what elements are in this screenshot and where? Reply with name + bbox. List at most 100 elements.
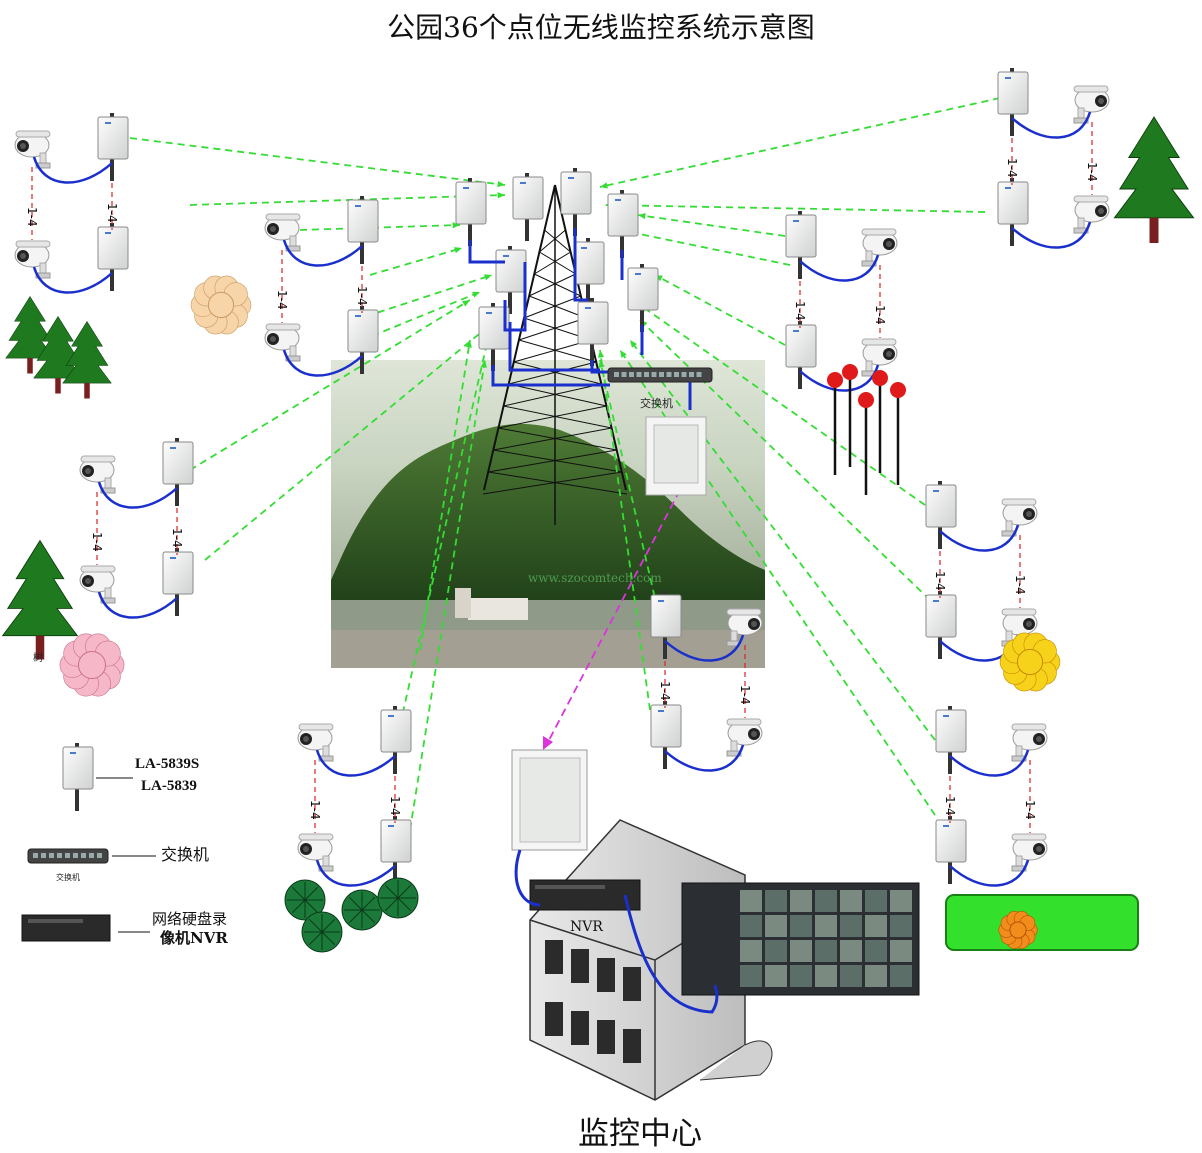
shrub-vein xyxy=(397,897,412,912)
building-window xyxy=(545,940,563,974)
switch-port xyxy=(651,372,657,377)
link-arrow xyxy=(472,291,480,298)
video-tile xyxy=(865,940,887,962)
hub-radio xyxy=(607,189,639,259)
building-window xyxy=(597,958,615,992)
link-arrow xyxy=(465,340,472,348)
video-tile xyxy=(790,940,812,962)
switch-port xyxy=(33,853,38,858)
hub-radio xyxy=(573,237,605,307)
video-tile xyxy=(815,965,837,987)
pair-label: 1-4 xyxy=(105,203,119,223)
camera-cable xyxy=(315,859,396,887)
link-arrow xyxy=(484,274,492,281)
camera-cluster: 1-41-4 xyxy=(650,590,763,772)
tree-crown xyxy=(1113,116,1195,219)
switch-caption: 交换机 xyxy=(640,397,673,410)
video-tile xyxy=(890,890,912,912)
tower-brace xyxy=(508,361,597,385)
tree-trunk xyxy=(27,358,33,374)
switch-port xyxy=(97,853,102,858)
shrub-vein xyxy=(384,897,399,912)
link-arrow xyxy=(454,247,462,254)
switch-port xyxy=(73,853,78,858)
switch-port xyxy=(696,372,702,377)
photo-building xyxy=(455,588,471,618)
tree-trunk xyxy=(55,378,61,394)
center-nvr xyxy=(529,879,641,911)
building-window xyxy=(571,1011,589,1045)
switch-port xyxy=(636,372,642,377)
pair-label: 1-4 xyxy=(355,286,369,306)
shrub-vein xyxy=(348,896,363,911)
shrub-vein xyxy=(308,918,323,933)
link-arrow xyxy=(480,360,487,368)
wireless-link xyxy=(637,214,786,237)
building-window xyxy=(545,1002,563,1036)
shrub-vein xyxy=(348,909,363,924)
video-tile xyxy=(740,915,762,937)
hub-radio xyxy=(495,245,527,315)
tree-icon xyxy=(62,320,112,399)
shrub-vein xyxy=(304,886,319,901)
hill-shape xyxy=(331,423,765,610)
flower-center xyxy=(1009,921,1027,939)
wireless-link xyxy=(419,339,471,651)
tower-brace xyxy=(534,273,582,297)
tower-brace xyxy=(508,383,607,407)
switch-port xyxy=(57,853,62,858)
building-window xyxy=(571,949,589,983)
tower-brace xyxy=(493,427,612,451)
switch-port xyxy=(89,853,94,858)
shrub-icon xyxy=(301,911,343,953)
shrub-vein xyxy=(304,899,319,914)
camera-cluster: 1-4 1-4 xyxy=(264,195,379,377)
hub-cable xyxy=(491,365,610,387)
wireless-link xyxy=(604,204,986,213)
legend-nvr-line2: 像机NVR xyxy=(160,929,228,947)
camera-icon xyxy=(79,565,116,604)
red-flower xyxy=(842,364,858,380)
flower-icon xyxy=(190,275,252,335)
switch-port xyxy=(629,372,634,377)
video-tile xyxy=(765,890,787,912)
video-tile xyxy=(890,915,912,937)
pair-label: 1-4 xyxy=(873,305,887,325)
camera-icon xyxy=(297,833,334,872)
pair-label: 1-4 xyxy=(933,571,947,591)
tower-brace xyxy=(544,229,571,253)
shrub-icon xyxy=(284,879,326,921)
video-tile xyxy=(815,890,837,912)
green-bush xyxy=(945,894,1139,951)
flower-center xyxy=(207,291,235,319)
flower-icon xyxy=(998,911,1038,949)
red-flower xyxy=(827,372,843,388)
pair-label: 1-4 xyxy=(275,290,289,310)
tower-brace xyxy=(534,251,571,275)
video-tile xyxy=(865,965,887,987)
backhaul-link xyxy=(547,489,681,743)
tower-brace xyxy=(503,383,602,407)
tree-trunk xyxy=(84,383,90,399)
shrub-vein xyxy=(397,884,412,899)
link-arrow xyxy=(497,180,505,188)
tower-brace xyxy=(482,471,622,495)
camera-cable xyxy=(1011,111,1092,139)
building-window xyxy=(623,967,641,1001)
flower-center xyxy=(1016,648,1044,676)
pair-label: 1-4 xyxy=(1013,575,1027,595)
pair-label: 1-4 xyxy=(793,301,807,321)
hub-cable xyxy=(508,322,600,372)
pair-label: 1-4 xyxy=(738,685,752,705)
hub-radio xyxy=(455,177,487,247)
flower-center xyxy=(78,651,106,679)
decorations xyxy=(1,116,1195,953)
wireless-link xyxy=(299,224,461,231)
photo-building xyxy=(468,598,528,620)
camera-icon xyxy=(1073,85,1110,124)
tower-brace xyxy=(518,317,587,341)
link-arrow xyxy=(597,350,605,358)
